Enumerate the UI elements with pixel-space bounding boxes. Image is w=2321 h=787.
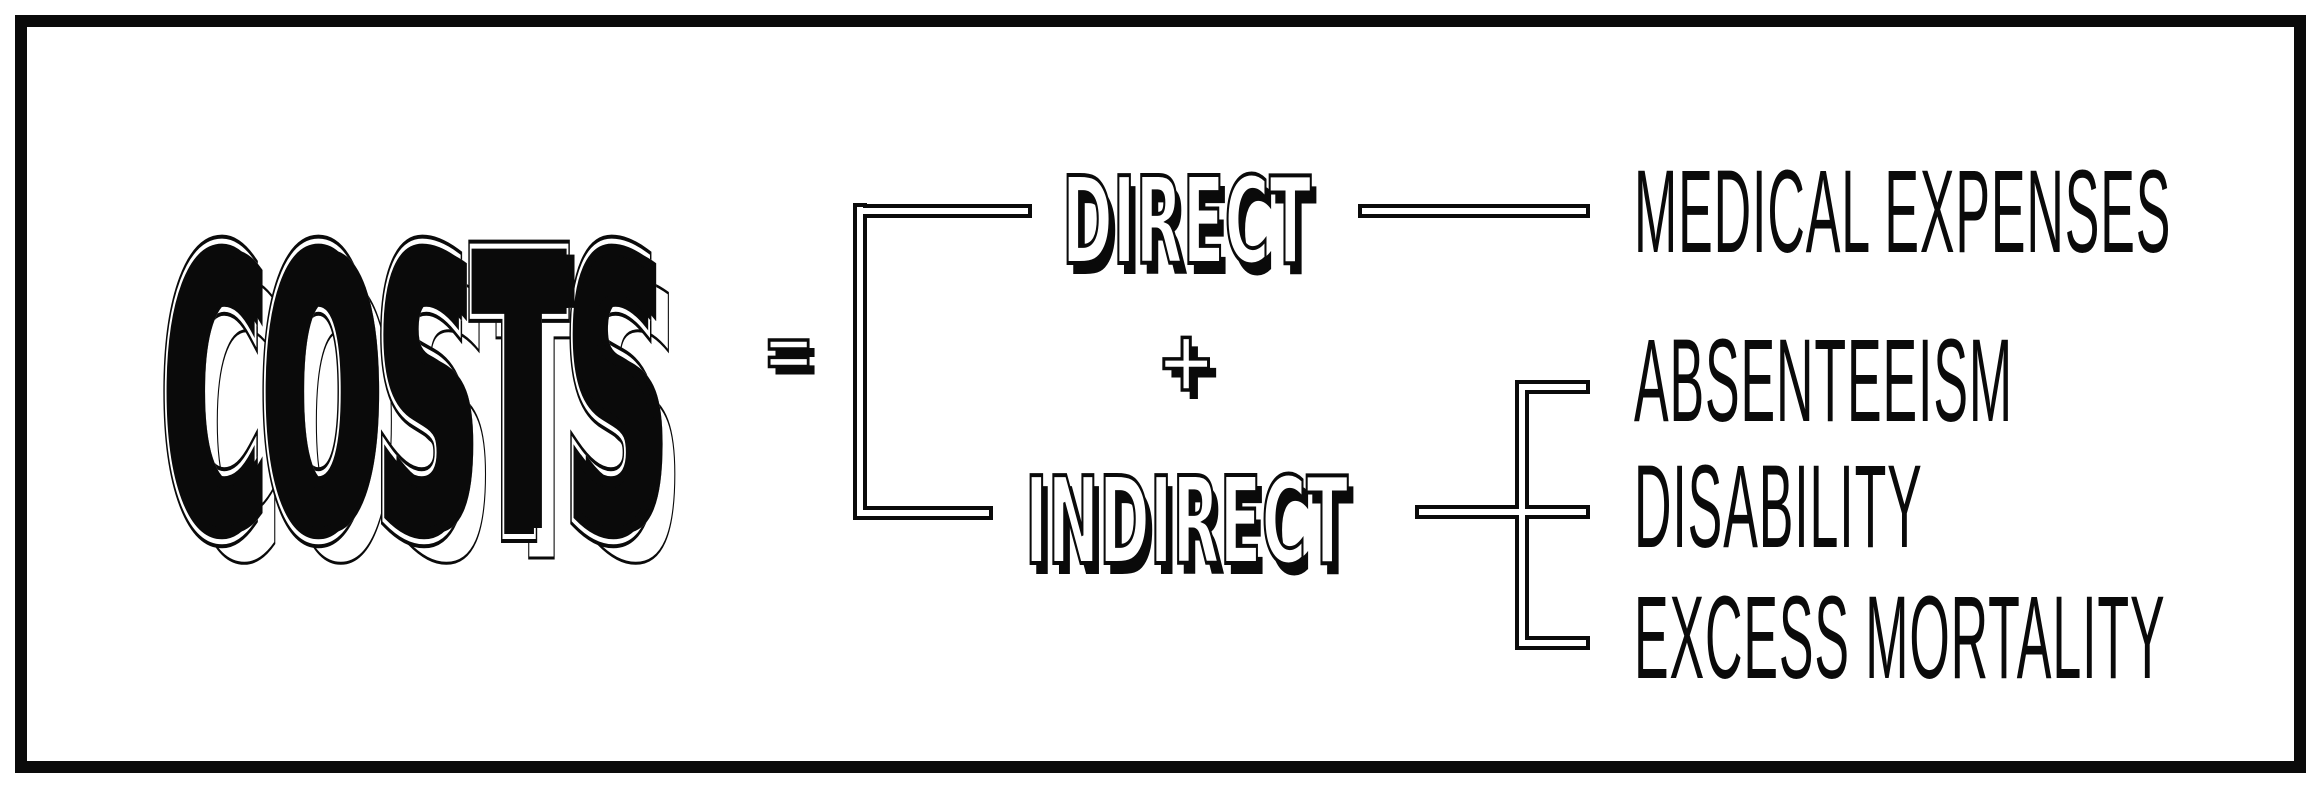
- medical-expenses-label: MEDICAL EXPENSES: [1634, 146, 2172, 278]
- costs-title: COSTS COSTS COSTS COSTS: [157, 181, 686, 619]
- diagram-frame: [15, 15, 2306, 773]
- costs-title-face: COSTS: [160, 181, 665, 617]
- costs-title-gap: COSTS: [158, 181, 666, 617]
- plus-sign: +: [1154, 317, 1218, 405]
- costs-title-outline-clone: COSTS: [184, 211, 685, 647]
- disability-label: DISABILITY: [1634, 441, 1923, 573]
- connector-cores: [857, 207, 1586, 646]
- costs-title-halo: COSTS: [157, 181, 668, 617]
- equals-sign-glyph: =: [761, 307, 816, 397]
- plus-sign-glyph: +: [1155, 312, 1218, 410]
- absenteeism-label: ABSENTEEISM: [1634, 315, 2013, 447]
- excess-mortality-label: EXCESS MORTALITY: [1634, 572, 2166, 704]
- indirect-label: INDIRECT: [1024, 451, 1349, 594]
- direct-label: DIRECT: [1061, 151, 1312, 294]
- equals-sign: =: [758, 311, 820, 393]
